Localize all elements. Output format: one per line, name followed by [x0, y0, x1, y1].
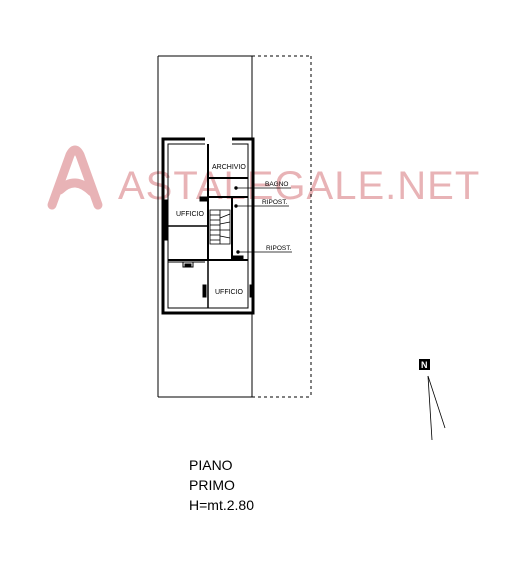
- room-label-ufficio-left: UFFICIO: [176, 211, 205, 218]
- staircase: [209, 209, 231, 245]
- callout-label-ripost-lower: RIPOST.: [266, 245, 291, 252]
- callout-label-bagno: BAGNO: [265, 181, 288, 188]
- caption-line-primo: PRIMO: [189, 477, 235, 493]
- watermark-logo-icon: [47, 145, 103, 210]
- watermark: ASTALEGALE.NET: [47, 145, 480, 210]
- callouts: [234, 186, 292, 254]
- north-arrow-icon: N: [419, 359, 446, 441]
- fixtures: [164, 196, 254, 298]
- caption-line-piano: PIANO: [189, 457, 233, 473]
- watermark-text: ASTALEGALE.NET: [118, 164, 480, 208]
- room-label-archivio: ARCHIVIO: [212, 164, 246, 171]
- north-label: N: [421, 360, 428, 370]
- callout-label-ripost-upper: RIPOST.: [262, 199, 287, 206]
- floor-caption: PIANO PRIMO H=mt.2.80: [189, 455, 254, 515]
- room-label-ufficio-right: UFFICIO: [215, 289, 244, 296]
- caption-line-height: H=mt.2.80: [189, 497, 254, 513]
- building-walls: [161, 137, 255, 315]
